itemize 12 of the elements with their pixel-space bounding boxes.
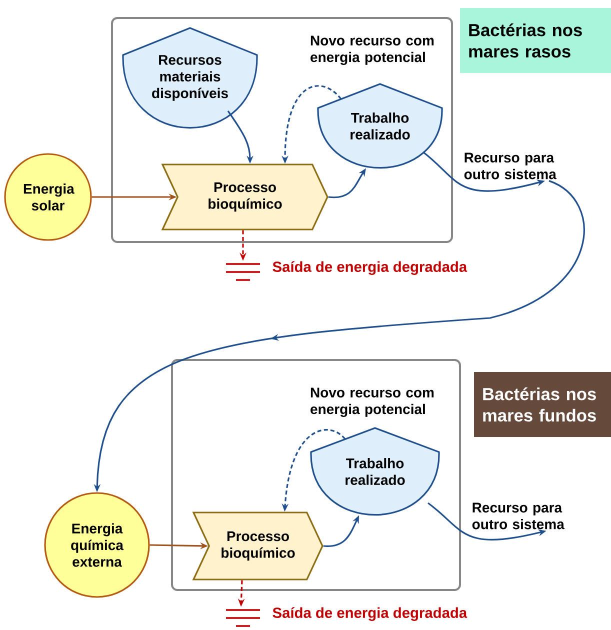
ground-output: Saída de energia degradada bbox=[226, 261, 468, 281]
output-label: Recurso para outro sistema bbox=[472, 502, 564, 530]
annotation-text: Novo recurso com energia potencial bbox=[310, 388, 434, 417]
ground-output: Saída de energia degradada bbox=[226, 607, 468, 627]
output-label: Recurso para outro sistema bbox=[464, 152, 556, 180]
process-box: Processo bioquímico bbox=[192, 512, 324, 580]
title-box: Bactérias nos mares rasos bbox=[460, 8, 611, 73]
frame-box bbox=[171, 359, 461, 591]
title-box: Bactérias nos mares fundos bbox=[474, 372, 611, 437]
process-box: Processo bioquímico bbox=[161, 164, 328, 230]
annotation-text: Novo recurso com energia potencial bbox=[310, 36, 434, 65]
frame-box bbox=[111, 17, 453, 243]
